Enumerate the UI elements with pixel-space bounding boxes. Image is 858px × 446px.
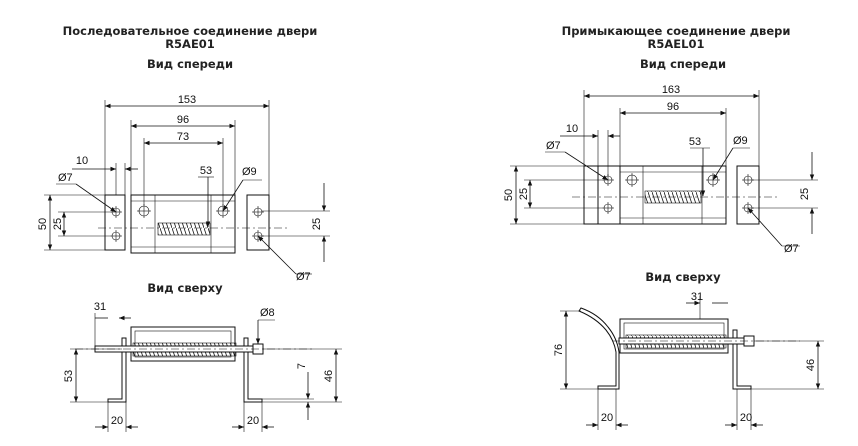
left-dim-7: 7 (296, 363, 308, 369)
left-dim-25b: 25 (311, 218, 323, 230)
right-dim-31: 31 (691, 291, 703, 303)
left-title-line2: R5AE01 (165, 37, 215, 51)
right-plate-a2 (597, 165, 621, 225)
right-dim-10: 10 (566, 123, 578, 135)
left-top-view: 31 Ø8 53 7 46 20 20 (63, 301, 342, 432)
left-dim-d7a: Ø7 (58, 172, 73, 184)
right-top-view: 31 76 46 20 20 (553, 291, 824, 430)
right-dim-d9: Ø9 (733, 135, 748, 147)
right-dim-d7a: Ø7 (546, 140, 561, 152)
right-dim-25b: 25 (799, 188, 811, 200)
left-front-view-label: Вид спереди (147, 57, 233, 71)
right-plate-b (736, 165, 760, 225)
right-dim-d7b: Ø7 (784, 243, 799, 255)
left-dim-46: 46 (323, 370, 335, 382)
left-dim-50: 50 (37, 218, 49, 230)
left-dim-73: 73 (177, 131, 189, 143)
left-plate-a (104, 194, 126, 251)
right-dim-25a: 25 (518, 188, 530, 200)
left-dim-153: 153 (178, 94, 196, 106)
left-dim-53b: 53 (63, 370, 75, 382)
right-dim-163: 163 (662, 84, 680, 96)
right-dim-20a: 20 (601, 412, 613, 424)
right-plate-a (583, 165, 599, 225)
left-dim-31: 31 (94, 301, 106, 313)
left-dim-d8: Ø8 (260, 307, 275, 319)
left-dim-d9: Ø9 (242, 166, 257, 178)
right-front-view: 163 96 10 53 Ø7 Ø9 Ø7 50 25 25 (503, 84, 818, 255)
left-dim-53: 53 (200, 165, 212, 177)
right-title-line1: Примыкающее соединение двери (562, 24, 791, 38)
left-dim-10: 10 (76, 155, 88, 167)
left-top-view-label: Вид сверху (147, 281, 223, 295)
left-title-line1: Последовательное соединение двери (63, 24, 318, 38)
left-dim-20b: 20 (247, 415, 259, 427)
right-dim-96: 96 (667, 101, 679, 113)
left-spring (157, 222, 211, 236)
left-dim-25a: 25 (52, 218, 64, 230)
right-top-view-label: Вид сверху (645, 270, 721, 284)
left-front-view: 153 96 73 10 53 Ø7 Ø9 Ø7 50 25 (37, 94, 330, 283)
right-title-line2: R5AEL01 (648, 37, 705, 51)
right-curved-bracket (578, 307, 620, 390)
right-dim-50: 50 (503, 189, 515, 201)
right-dim-53: 53 (689, 136, 701, 148)
right-dim-46: 46 (805, 359, 817, 371)
left-dim-20a: 20 (111, 415, 123, 427)
right-front-view-label: Вид спереди (640, 57, 726, 71)
right-dim-76: 76 (553, 344, 565, 356)
left-dim-d7b: Ø7 (296, 271, 311, 283)
right-dim-20b: 20 (740, 412, 752, 424)
left-dim-96: 96 (177, 114, 189, 126)
